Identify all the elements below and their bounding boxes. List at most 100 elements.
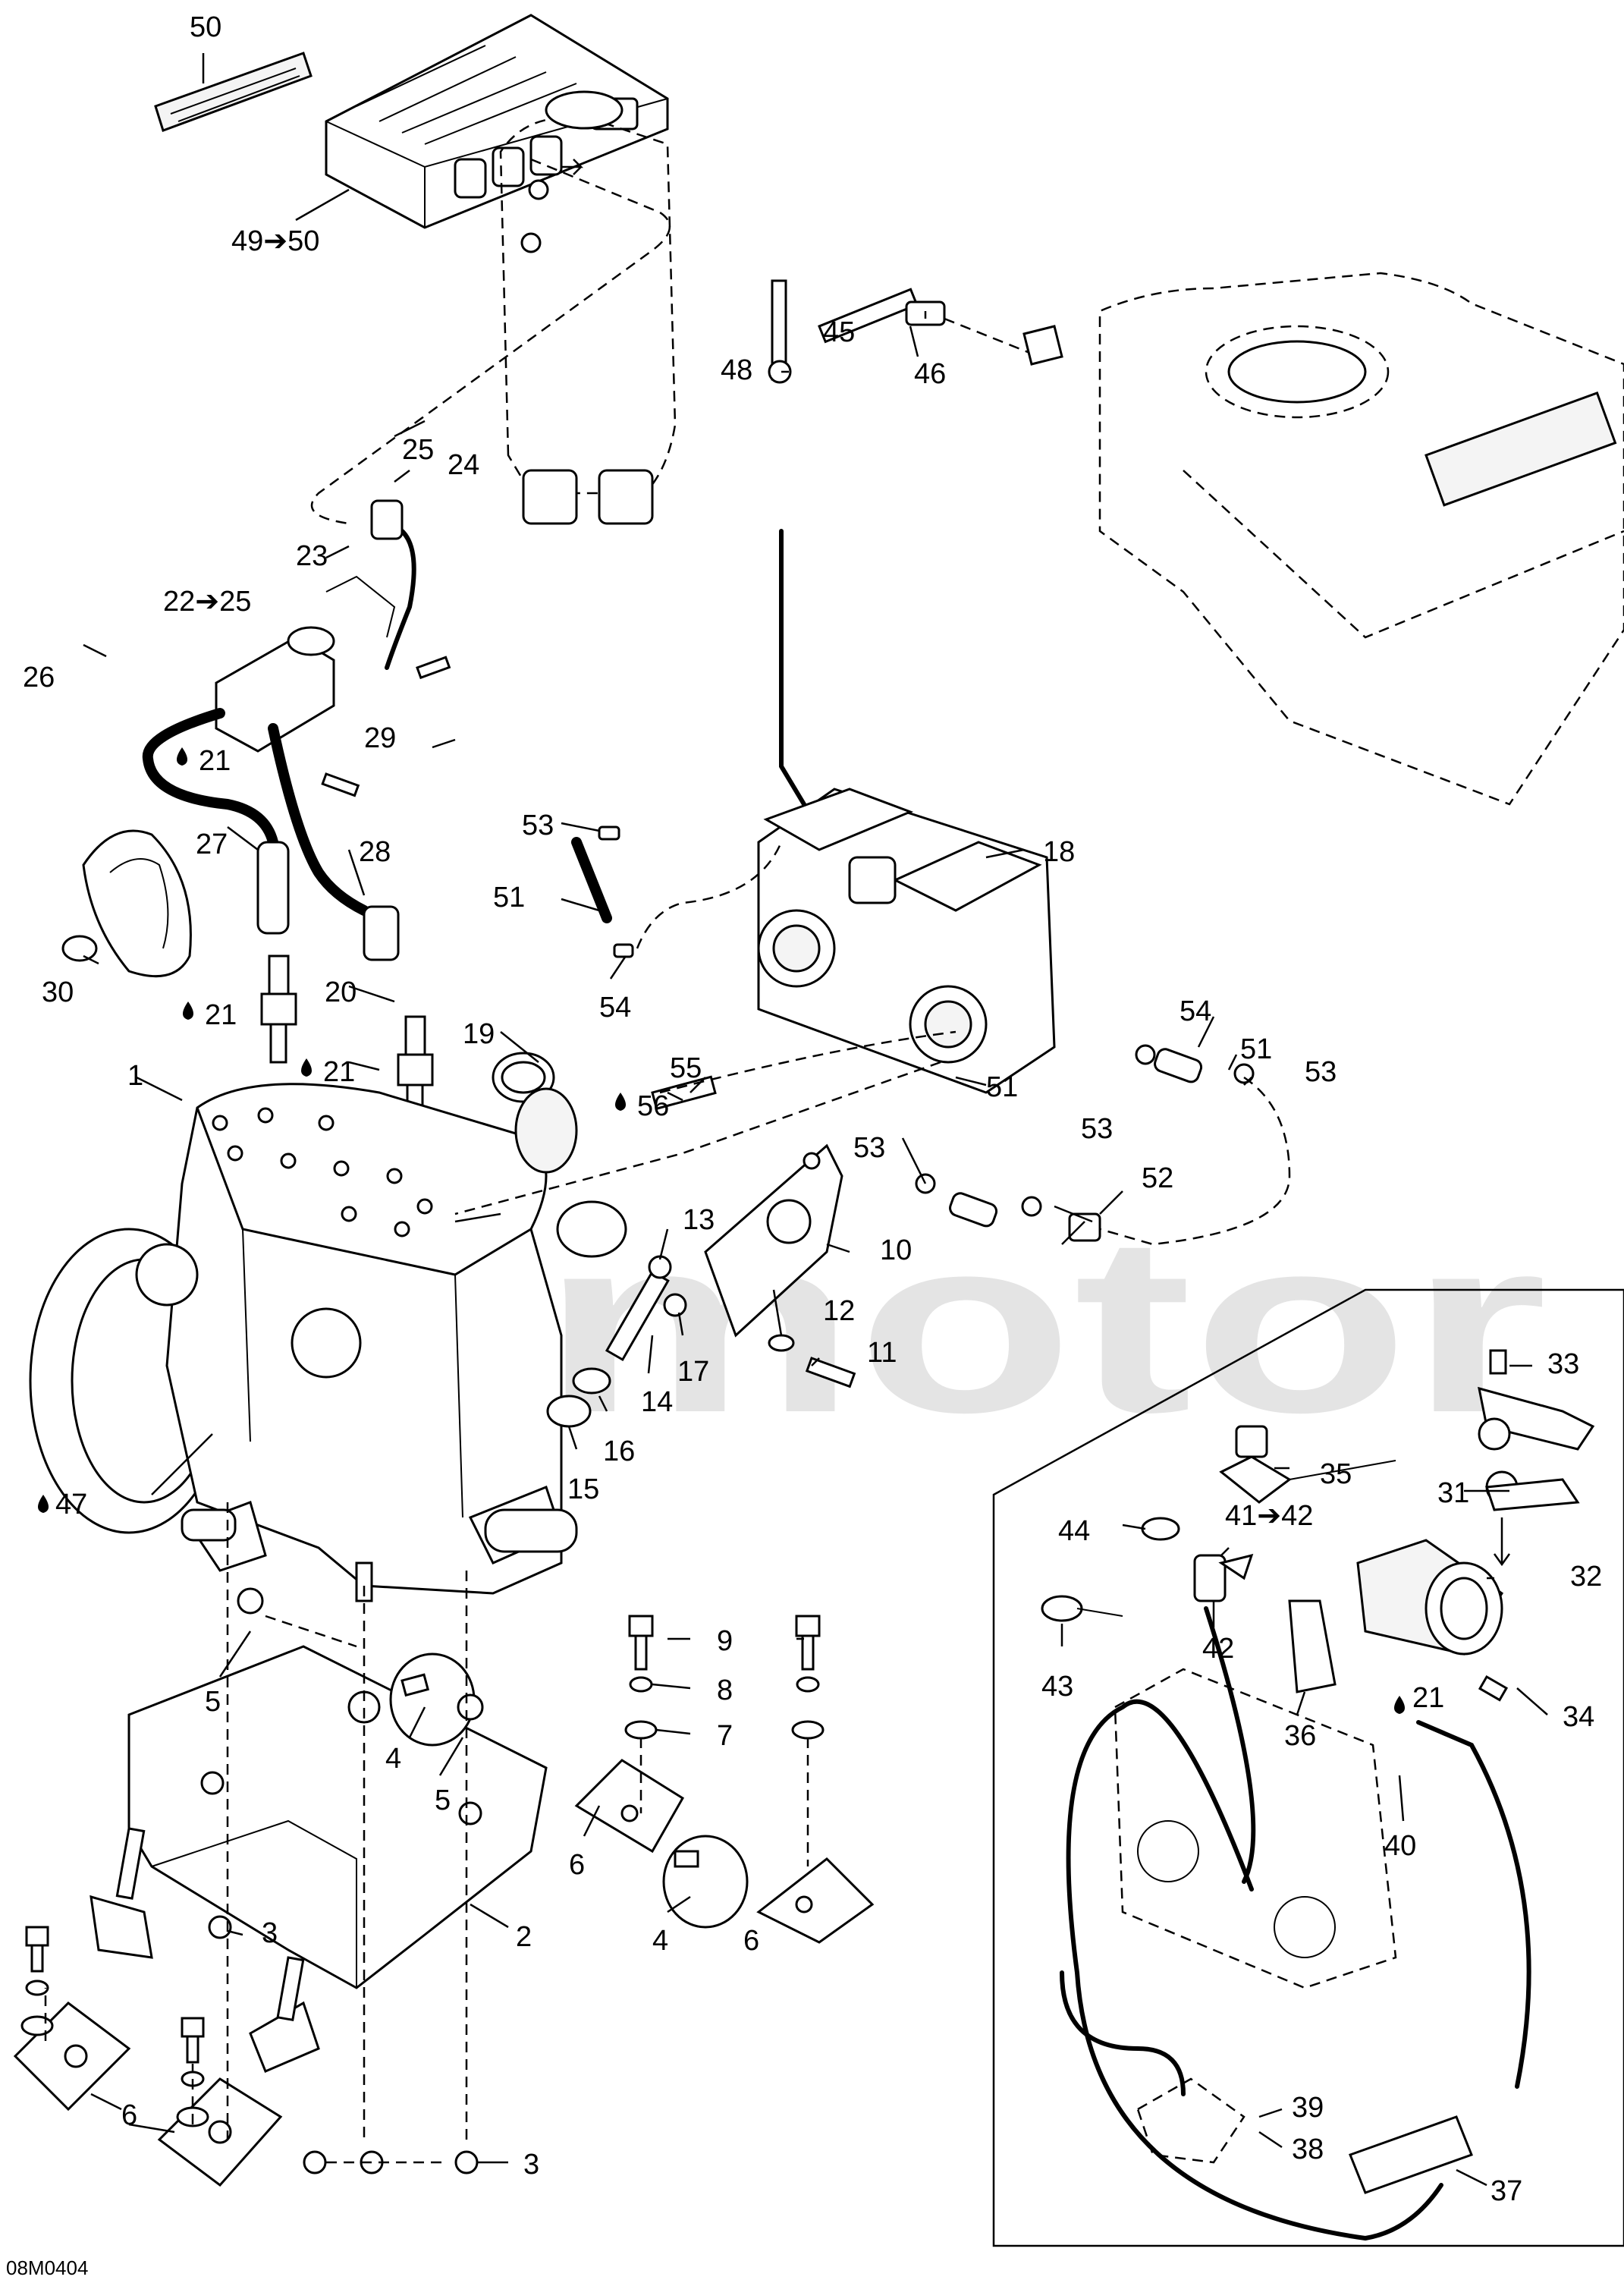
hoses [571, 825, 1291, 1246]
tie-43 [1041, 1595, 1123, 1622]
cylinder-head-bolts [212, 1107, 433, 1237]
fuel-tee-lines [768, 279, 1063, 807]
callout-54-right: 54 [1180, 995, 1211, 1027]
callout-51-right-lower: 51 [986, 1071, 1018, 1103]
starter-handle [61, 829, 192, 978]
callout-53-right-lower: 53 [1081, 1113, 1113, 1145]
switch-35 [1219, 1425, 1396, 1504]
callout-12: 12 [823, 1295, 855, 1327]
spark-plug-left [260, 954, 297, 1064]
callout-46: 46 [914, 358, 946, 390]
callout-54-upper: 54 [599, 992, 631, 1024]
inset-panel [992, 1288, 1624, 2247]
callout-13: 13 [683, 1204, 715, 1236]
fuel-tank [1098, 272, 1624, 806]
callout-45: 45 [823, 316, 855, 348]
callout-51-right-upper: 51 [1240, 1033, 1272, 1065]
callout-53-upper: 53 [522, 810, 554, 841]
callout-6-mid: 6 [569, 1849, 585, 1881]
throttle-cable [1060, 1606, 1531, 2241]
callout-10: 10 [880, 1234, 912, 1266]
callout-4-right: 4 [652, 1925, 668, 1957]
mount-bracket-left-b [157, 2077, 283, 2187]
lubricant-drop-icon [38, 747, 1405, 1714]
callout-41-42: 41➔42 [1225, 1500, 1313, 1532]
washer-17 [663, 1293, 687, 1317]
screw-33 [1489, 1349, 1507, 1375]
callout-40: 40 [1384, 1830, 1416, 1862]
callout-33: 33 [1547, 1348, 1579, 1380]
rubber-mount-b [662, 1835, 749, 1929]
callout-43: 43 [1041, 1671, 1073, 1703]
callout-36: 36 [1284, 1720, 1316, 1752]
engine-block [29, 1083, 578, 1602]
callout-34: 34 [1563, 1701, 1594, 1733]
ignition-coil [215, 499, 451, 797]
callout-49-50: 49➔50 [231, 225, 319, 257]
callout-35: 35 [1320, 1458, 1352, 1490]
oil-reservoir [499, 90, 677, 525]
rubber-isolator-left-b [249, 1956, 320, 2073]
callout-55: 55 [670, 1052, 702, 1084]
callout-42: 42 [1202, 1633, 1234, 1665]
callout-31: 31 [1437, 1477, 1469, 1509]
callout-2: 2 [516, 1921, 532, 1953]
carburetor-assembly [757, 788, 1056, 1094]
throttle-lever [1478, 1386, 1595, 1511]
callout-8: 8 [717, 1675, 733, 1706]
callout-3-lower: 3 [523, 2149, 539, 2181]
callout-52: 52 [1142, 1162, 1173, 1194]
callout-53-right-upper: 53 [1305, 1056, 1337, 1088]
callout-51-upper: 51 [493, 882, 525, 914]
callout-48: 48 [721, 354, 752, 386]
callout-29: 29 [364, 722, 396, 754]
arrow-icons [454, 159, 1511, 1567]
callout-44: 44 [1058, 1515, 1090, 1547]
callout-30: 30 [42, 976, 74, 1008]
callout-15: 15 [567, 1473, 599, 1505]
callout-19: 19 [463, 1018, 495, 1050]
callout-24: 24 [448, 449, 479, 481]
callout-21-plug-left: 21 [205, 999, 237, 1031]
callout-1: 1 [127, 1060, 143, 1092]
spark-plug-cables [142, 708, 400, 961]
callout-3-upper: 3 [262, 1917, 278, 1949]
callout-28: 28 [359, 836, 391, 868]
bolt-stack-left [624, 1615, 658, 1740]
washer-13 [648, 1255, 672, 1279]
callout-5-left: 5 [205, 1686, 221, 1718]
callout-25-top: 25 [402, 434, 434, 466]
callout-21-coil: 21 [199, 745, 231, 777]
callout-26: 26 [23, 662, 55, 693]
screw-11 [805, 1357, 856, 1388]
callout-27: 27 [196, 829, 228, 860]
callout-7: 7 [717, 1720, 733, 1752]
mount-bracket-right-b [756, 1857, 875, 1944]
callout-50-top: 50 [190, 11, 221, 43]
exhaust-clamp [492, 1052, 627, 1258]
washer-16 [572, 1367, 611, 1395]
inset-carburetor [1114, 1668, 1397, 1989]
assembly-lines [44, 158, 941, 2164]
seal-15 [546, 1395, 592, 1428]
engine-mount-plate [127, 1645, 548, 1989]
washer-12 [768, 1334, 795, 1352]
bolt-stack-lower-left-b [176, 2017, 209, 2127]
throttle-housing [1356, 1539, 1504, 1656]
callout-56: 56 [637, 1090, 669, 1122]
callout-20: 20 [325, 976, 357, 1008]
callout-9: 9 [717, 1625, 733, 1657]
clip-44 [1141, 1517, 1180, 1541]
cover-36 [1288, 1599, 1337, 1693]
callout-37: 37 [1490, 2175, 1522, 2207]
callout-16: 16 [603, 1436, 635, 1467]
bolt-stack-right [791, 1615, 825, 1740]
ecu-module [325, 14, 669, 229]
callout-17: 17 [677, 1356, 709, 1388]
viper-decal [154, 52, 313, 132]
callout-11: 11 [867, 1337, 897, 1369]
callout-21-inset: 21 [1412, 1682, 1444, 1714]
callout-38: 38 [1292, 2134, 1324, 2165]
mounting-bracket [704, 1143, 843, 1338]
